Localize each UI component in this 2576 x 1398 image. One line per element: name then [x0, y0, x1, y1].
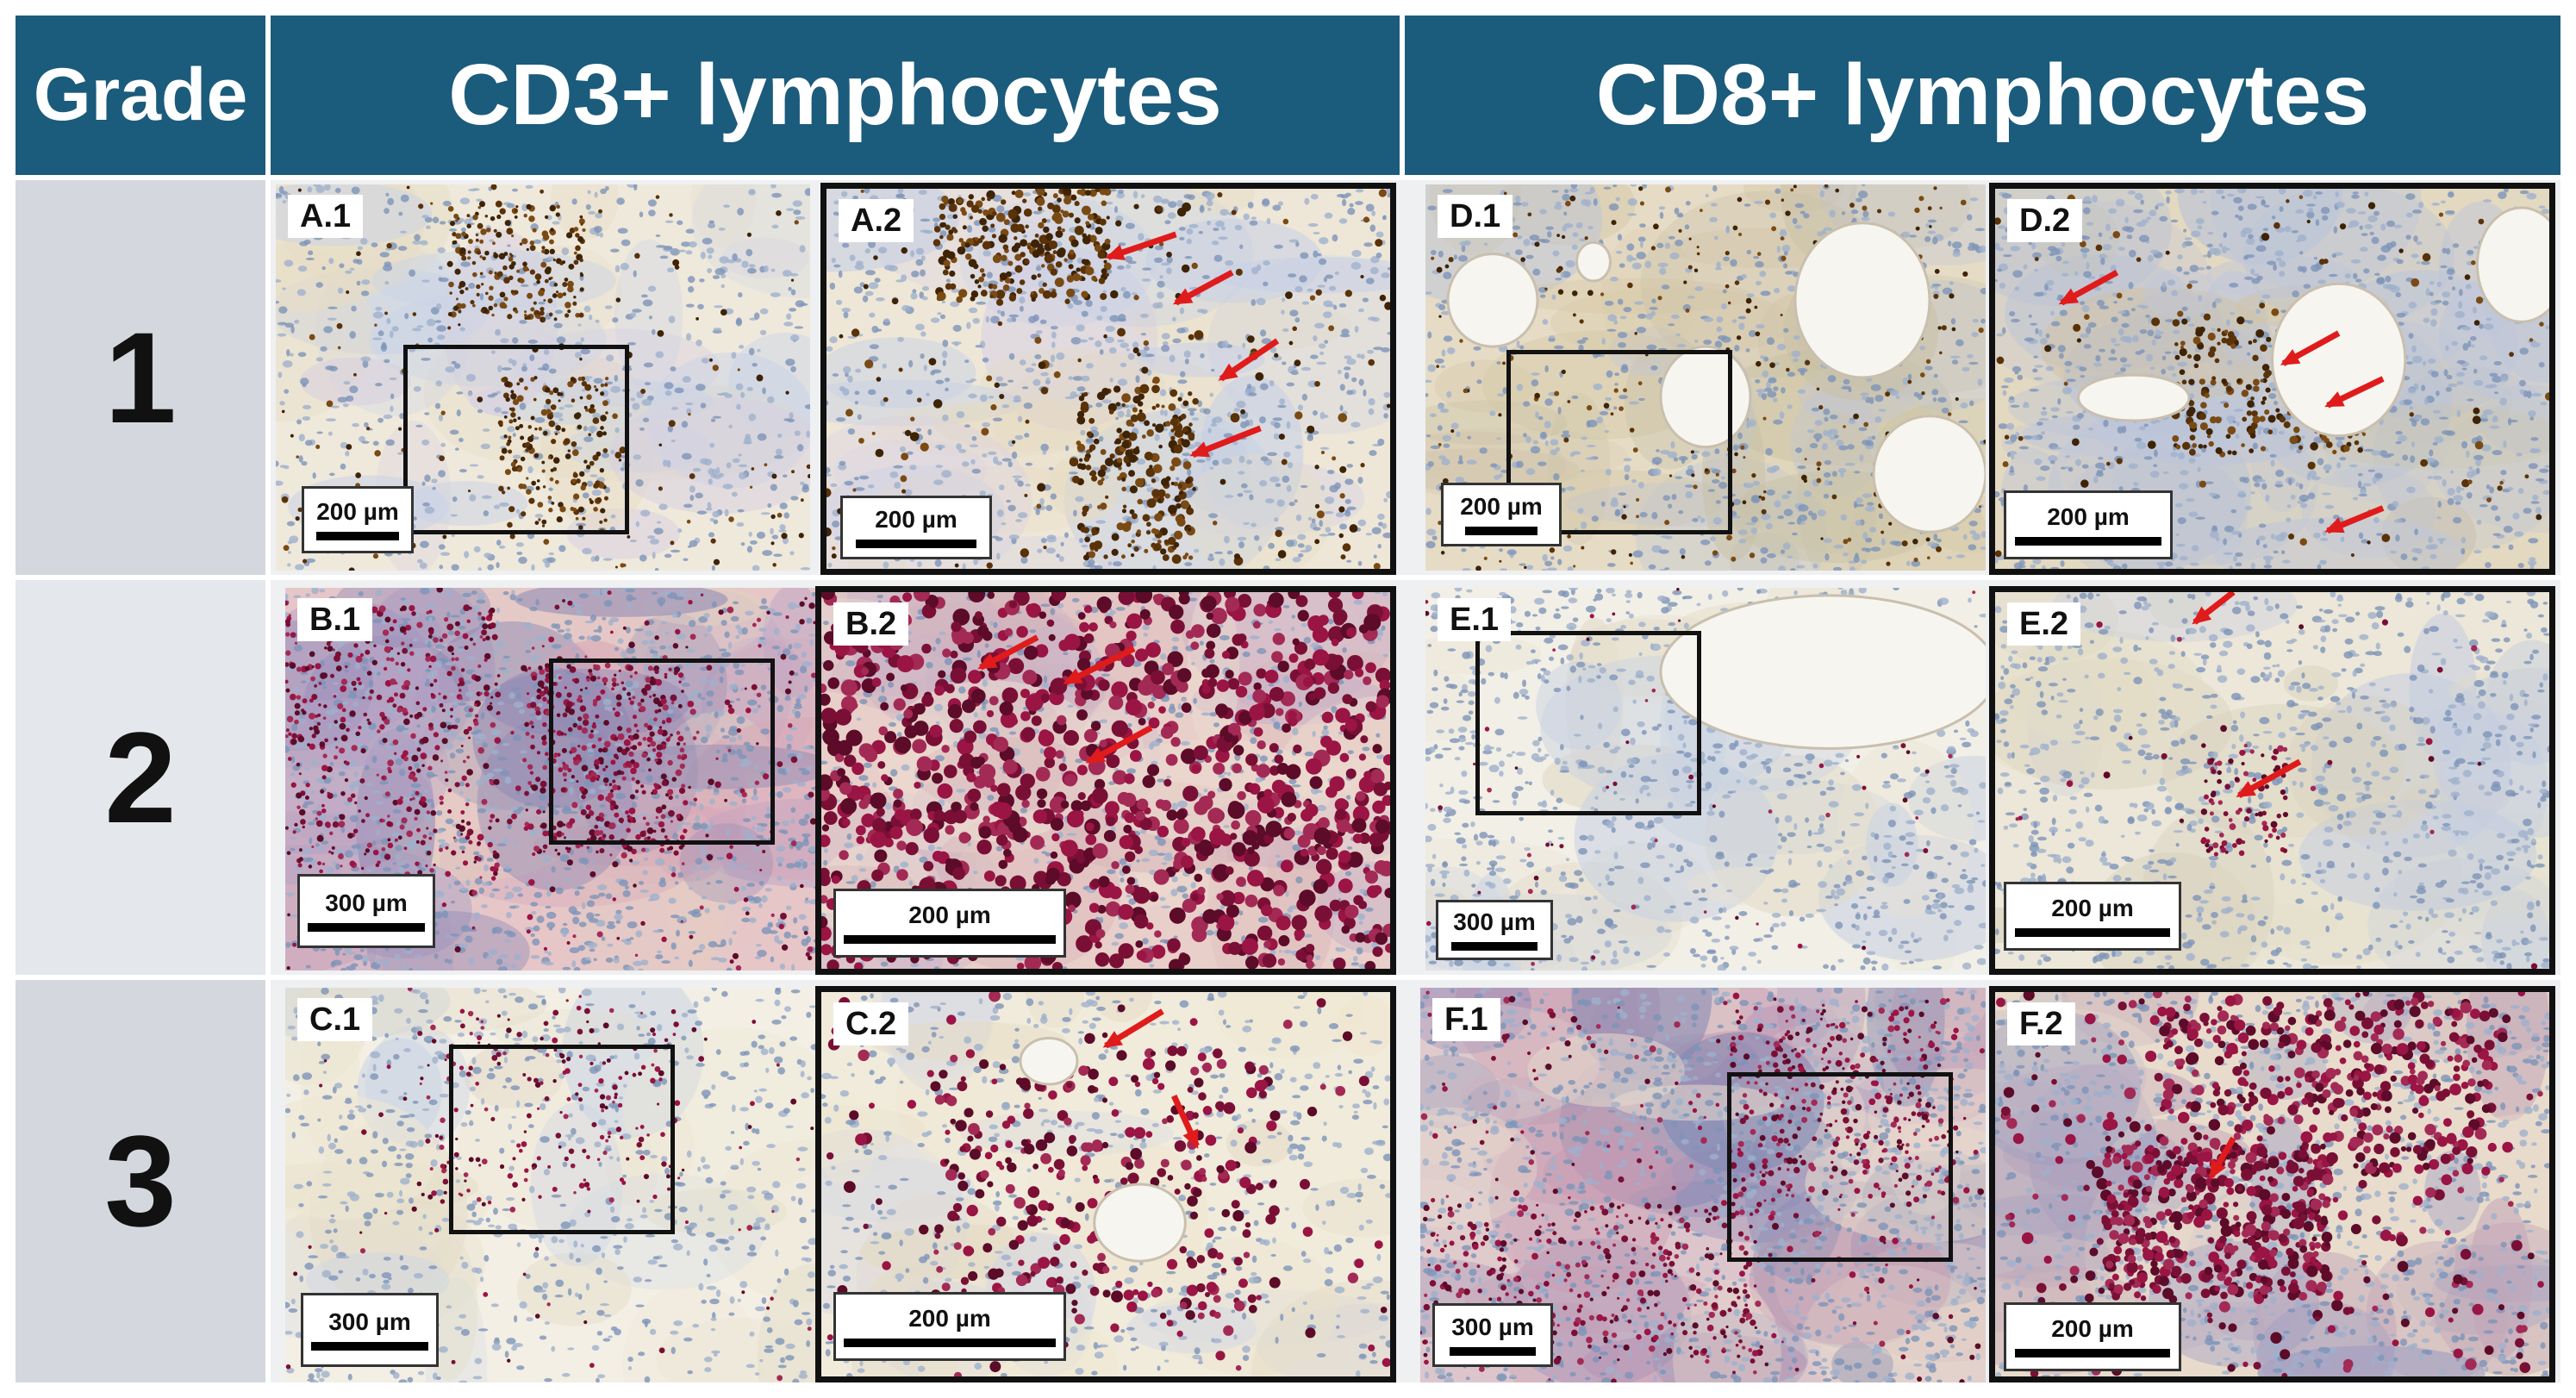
- panel-e1-image: E.1 300 µm: [1425, 588, 1986, 970]
- panel-d2-image: D.2 200 µm: [1989, 183, 2555, 575]
- panel-a2-image: A.2 200 µm: [820, 183, 1396, 575]
- red-arrow-icon: [1171, 1094, 1200, 1150]
- red-arrow-icon: [1189, 425, 1262, 458]
- panel-label: A.2: [839, 199, 914, 242]
- panel-f2-image: F.2 200 µm: [1989, 986, 2555, 1382]
- panel-a1-image: A.1 200 µm: [276, 184, 810, 571]
- scale-bar: 300 µm: [301, 1293, 439, 1367]
- red-arrow-icon: [2058, 269, 2119, 306]
- tissue-texture: [1420, 988, 1986, 1382]
- scale-bar: 300 µm: [1432, 1303, 1553, 1367]
- scale-bar: 200 µm: [2004, 882, 2181, 951]
- panel-f1-image: F.1 300 µm: [1420, 988, 1986, 1382]
- panel-c1-image: C.1 300 µm: [285, 988, 820, 1382]
- zoom-region-box: [403, 345, 629, 534]
- red-arrow-icon: [977, 634, 1039, 671]
- scale-bar: 200 µm: [2004, 490, 2173, 559]
- figure-grid: Grade CD3+ lymphocytes CD8+ lymphocytes …: [16, 16, 2560, 1382]
- scale-bar: 300 µm: [1436, 900, 1553, 960]
- tissue-texture: [821, 992, 1390, 1376]
- tissue-texture: [1995, 189, 2549, 569]
- panel-d1-image: D.1 200 µm: [1425, 184, 1986, 571]
- zoom-region-box: [1506, 350, 1732, 534]
- panel-label: B.2: [833, 602, 909, 646]
- red-arrow-icon: [1085, 725, 1153, 765]
- grade-column-header: Grade: [16, 16, 265, 175]
- panel-label: E.2: [2007, 602, 2081, 646]
- scale-bar: 200 µm: [1441, 483, 1562, 546]
- red-arrow-icon: [2192, 592, 2236, 625]
- panel-label: D.1: [1438, 195, 1513, 238]
- scale-bar: 200 µm: [833, 889, 1066, 958]
- tissue-texture: [1425, 588, 1986, 970]
- panel-label: D.2: [2007, 199, 2083, 242]
- panel-label: C.2: [833, 1002, 909, 1045]
- panel-c2-image: C.2 200 µm: [815, 986, 1396, 1382]
- scale-bar: 300 µm: [297, 874, 435, 948]
- grade-1-cell: 1: [16, 180, 265, 575]
- panel-e2-image: E.2 200 µm: [1989, 586, 2555, 975]
- panel-label: E.1: [1438, 598, 1512, 641]
- grade-3-cell: 3: [16, 980, 265, 1382]
- panel-b1-image: B.1 300 µm: [285, 588, 820, 970]
- panel-label: C.1: [297, 998, 373, 1041]
- cd3-column-header: CD3+ lymphocytes: [271, 16, 1400, 175]
- tissue-texture: [285, 988, 820, 1382]
- panel-label: F.1: [1432, 998, 1500, 1041]
- zoom-region-box: [1727, 1072, 1953, 1262]
- red-arrow-icon: [2280, 330, 2341, 366]
- cd8-column-header: CD8+ lymphocytes: [1405, 16, 2560, 175]
- panel-label: B.1: [297, 598, 373, 641]
- panel-b2-image: B.2 200 µm: [815, 586, 1396, 975]
- scale-bar: 200 µm: [2004, 1302, 2181, 1371]
- scale-bar: 200 µm: [840, 496, 992, 559]
- grade-2-cell: 2: [16, 580, 265, 975]
- red-arrow-icon: [2236, 758, 2302, 799]
- zoom-region-box: [449, 1045, 675, 1234]
- zoom-region-box: [549, 658, 775, 845]
- scale-bar: 200 µm: [302, 486, 414, 553]
- red-arrow-icon: [2324, 376, 2385, 409]
- red-arrow-icon: [1063, 646, 1136, 686]
- panel-label: A.1: [288, 195, 364, 238]
- tissue-texture: [1425, 184, 1986, 571]
- scale-bar: 200 µm: [833, 1292, 1066, 1361]
- tissue-texture: [276, 184, 810, 571]
- red-arrow-icon: [1105, 231, 1177, 260]
- red-arrow-icon: [1218, 338, 1280, 382]
- zoom-region-box: [1475, 631, 1701, 815]
- red-arrow-icon: [1172, 269, 1234, 306]
- panel-label: F.2: [2007, 1002, 2075, 1045]
- red-arrow-icon: [2324, 505, 2385, 534]
- red-arrow-icon: [1102, 1008, 1164, 1049]
- red-arrow-icon: [2208, 1136, 2236, 1180]
